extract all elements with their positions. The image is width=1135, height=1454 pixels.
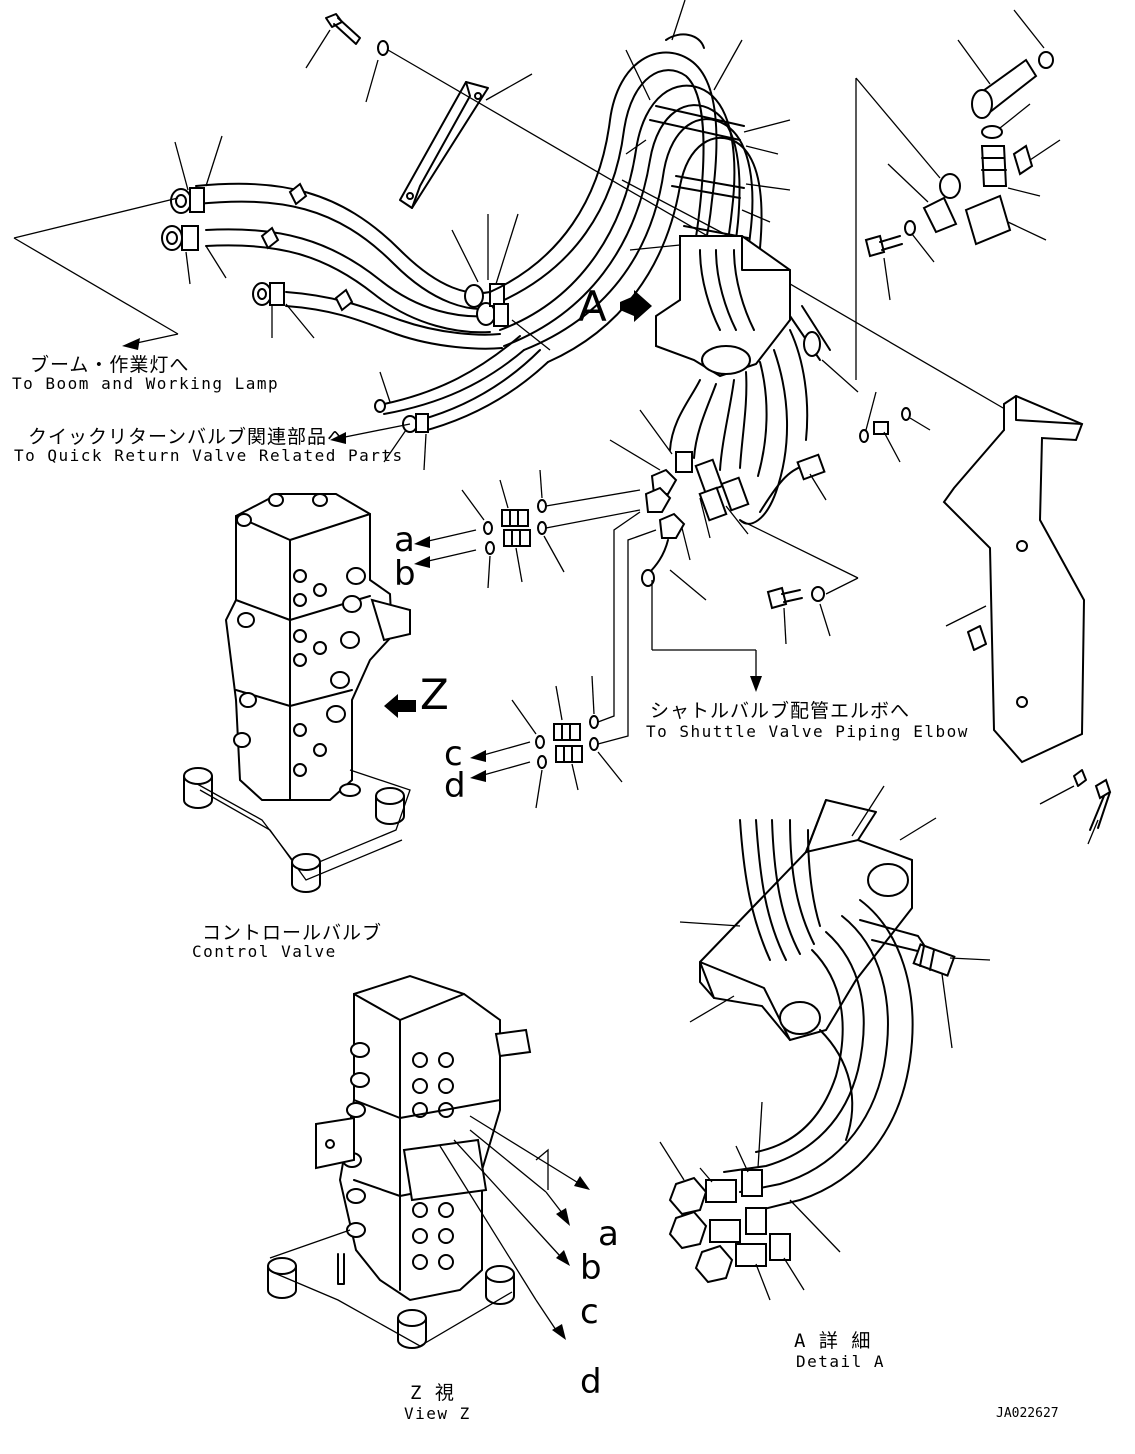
connectors-cd [470,511,657,809]
control-valve-label-en: Control Valve [192,942,337,961]
port-label-c-upper: c [444,734,463,774]
bolt-top-left [305,13,389,103]
callout-quick-return-arrow [330,423,411,444]
view-z-label-en: View Z [404,1404,471,1423]
hose-lower-bundle [669,305,859,525]
view-marker-z: Z [420,670,449,719]
drawing-number: JA022627 [996,1406,1059,1421]
detail-a-label-jp: A 詳 細 [794,1330,872,1352]
callout-boom-arrow [13,197,179,350]
quick-return-label-jp: クイックリターンバルブ関連部品へ [28,426,348,448]
view-marker-a: A [578,282,607,331]
fitting-cluster [609,409,750,601]
hose-fittings-left [161,135,551,471]
connectors-ab [414,469,641,589]
control-valve-label-jp: コントロールバルブ [202,922,383,944]
port-label-a-lower: a [598,1214,619,1254]
detail-a-label-en: Detail A [796,1352,886,1371]
view-z-valve-drawing [267,974,590,1349]
control-valve-drawing [183,493,411,893]
view-arrow-z [384,694,416,718]
shuttle-valve-label-jp: シャトルバルブ配管エルボへ [650,700,911,722]
detail-a-drawing [659,785,991,1301]
quick-return-label-en: To Quick Return Valve Related Parts [14,446,404,465]
port-label-d-lower: d [580,1362,602,1402]
view-z-label-jp: Z 視 [410,1382,455,1404]
port-label-a-upper: a [394,520,415,560]
fitting-right [759,391,931,513]
port-label-b-upper: b [394,554,416,594]
clamp-block-a [655,235,791,378]
shuttle-valve-label-en: To Shuttle Valve Piping Elbow [646,722,969,741]
port-label-b-lower: b [580,1248,602,1288]
port-label-d-upper: d [444,766,466,806]
bracket-top [399,73,533,209]
port-label-c-lower: c [580,1292,599,1332]
hose-bundle-left [195,182,549,433]
boom-work-light-label-en: To Boom and Working Lamp [12,374,280,393]
boom-work-light-label-jp: ブーム・作業灯へ [30,354,190,376]
elbow-assembly [855,9,1061,380]
plate-bracket-right [942,394,1112,845]
callout-shuttle-arrow [651,580,762,692]
bolt-middle [739,519,859,645]
view-arrow-a [620,290,652,322]
